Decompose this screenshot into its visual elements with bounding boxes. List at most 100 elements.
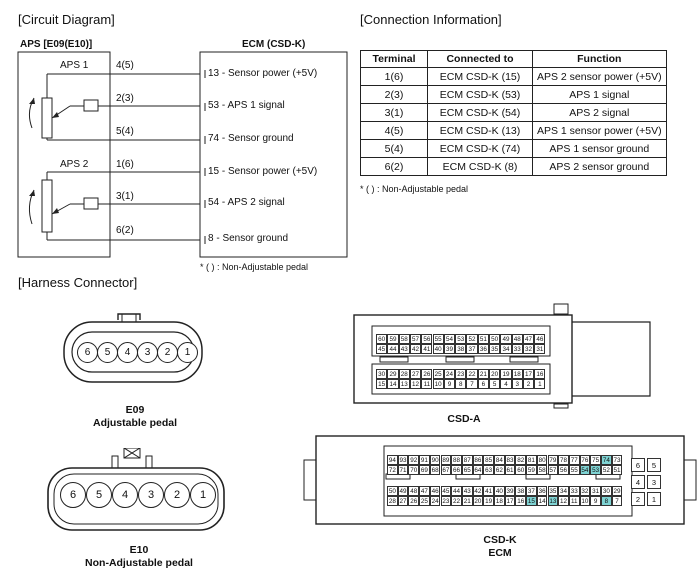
connector-pin-cell: 13: [547, 496, 559, 506]
table-cell: APS 2 signal: [532, 103, 667, 122]
connector-pin-cell: 34: [558, 486, 569, 496]
ecm-pin-entry: 8 - Sensor ground: [208, 233, 288, 244]
connector-pin-cell: 1: [534, 379, 546, 389]
table-cell: APS 1 signal: [532, 85, 667, 104]
connector-pin-cell: 47: [522, 334, 535, 344]
connector-pin-cell: 50: [387, 486, 398, 496]
connector-pin-cell: 72: [387, 465, 398, 475]
connector-pin-cell: 25: [419, 496, 430, 506]
connector-pin-cell: 61: [504, 465, 516, 475]
connector-pin-cell: 74: [601, 455, 612, 465]
connector-pin-cell: 58: [536, 465, 548, 475]
e10-pin: 3: [138, 482, 164, 508]
connector-pin-cell: 67: [440, 465, 452, 475]
e09-caption-desc: Adjustable pedal: [92, 417, 177, 429]
connector-pin-cell: 20: [472, 496, 484, 506]
connector-pin-cell: 49: [397, 486, 409, 496]
ecm-pin-entry: 15 - Sensor power (+5V): [208, 166, 317, 177]
connector-pin-cell: 84: [494, 455, 505, 465]
connector-pin-cell: 5: [489, 379, 501, 389]
connector-pin-cell: 75: [590, 455, 601, 465]
ecm-pin-desc: - Sensor ground: [213, 233, 289, 244]
circuit-footnote: * ( ) : Non-Adjustable pedal: [200, 262, 309, 272]
connector-pin-cell: 40: [494, 486, 505, 496]
e10-caption-desc: Non-Adjustable pedal: [85, 557, 193, 569]
connector-pin-cell: 25: [432, 369, 444, 379]
connector-pin-cell: 71: [397, 465, 409, 475]
connector-pin-cell: 46: [429, 486, 441, 496]
connector-pin-cell: 44: [451, 486, 462, 496]
ecm-pin-desc: - Sensor ground: [219, 133, 294, 144]
table-row: 4(5)ECM CSD-K (13)APS 1 sensor power (+5…: [360, 121, 667, 140]
connector-pin-cell: 70: [408, 465, 420, 475]
aps2-label: APS 2: [60, 159, 89, 170]
csdk-caption-desc: ECM: [488, 547, 512, 559]
csdk-connector-shape: [303, 435, 697, 525]
harness-connector-heading: [Harness Connector]: [18, 275, 138, 290]
ecm-pin-entry: 54 - APS 2 signal: [208, 197, 285, 208]
connector-pin-cell: 7: [611, 496, 623, 506]
connector-pin-cell: 6: [631, 458, 645, 472]
connector-pin-cell: 1: [647, 492, 661, 506]
ecm-pin-desc: - Sensor power (+5V): [219, 68, 318, 79]
table-header-row: Terminal Connected to Function: [360, 50, 667, 68]
connector-pin-cell: 50: [489, 334, 501, 344]
table-cell: 4(5): [360, 121, 428, 140]
e10-pin: 1: [190, 482, 216, 508]
connector-pin-cell: 38: [455, 344, 467, 354]
connector-pin-cell: 16: [534, 369, 546, 379]
connector-pin-cell: 4: [500, 379, 512, 389]
connector-pin-cell: 31: [590, 486, 601, 496]
connector-pin-cell: 48: [408, 486, 420, 496]
column-header: Function: [532, 50, 667, 68]
connector-pin-cell: 48: [511, 334, 523, 344]
connector-pin-cell: 21: [477, 369, 489, 379]
connector-pin-cell: 42: [409, 344, 422, 354]
connector-pin-cell: 12: [409, 379, 422, 389]
connector-pin-cell: 59: [387, 334, 399, 344]
connector-pin-cell: 40: [432, 344, 444, 354]
connector-pin-cell: 45: [440, 486, 452, 496]
connector-pin-cell: 78: [558, 455, 569, 465]
connector-pin-cell: 54: [579, 465, 591, 475]
table-cell: ECM CSD-K (53): [427, 85, 533, 104]
ecm-pin-desc: - APS 1 signal: [219, 100, 285, 111]
ecm-pin-number: 74: [208, 133, 220, 144]
connector-pin-cell: 94: [387, 455, 398, 465]
connector-pin-cell: 2: [522, 379, 535, 389]
connector-pin-cell: 53: [455, 334, 467, 344]
connector-pin-cell: 55: [432, 334, 444, 344]
table-cell: APS 2 sensor ground: [532, 157, 667, 176]
connector-pin-cell: 2: [631, 492, 645, 506]
aps1-label: APS 1: [60, 60, 89, 71]
table-row: 1(6)ECM CSD-K (15)APS 2 sensor power (+5…: [360, 67, 667, 86]
ecm-pin-number: 54: [208, 197, 220, 208]
connector-pin-cell: 7: [466, 379, 478, 389]
table-row: 2(3)ECM CSD-K (53)APS 1 signal: [360, 85, 667, 104]
csda-connector-shape: [353, 303, 651, 409]
connector-pin-cell: 83: [504, 455, 516, 465]
connector-pin-cell: 34: [500, 344, 512, 354]
column-header: Connected to: [427, 50, 533, 68]
connector-pin-cell: 76: [579, 455, 591, 465]
ecm-pin-entry: 74 - Sensor ground: [208, 133, 294, 144]
aps-pin-label: 5(4): [116, 126, 134, 137]
e09-pin: 4: [117, 342, 138, 363]
connector-pin-cell: 69: [419, 465, 430, 475]
connector-pin-cell: 43: [461, 486, 473, 496]
connector-pin-cell: 32: [522, 344, 535, 354]
connector-pin-cell: 56: [558, 465, 569, 475]
connector-pin-cell: 52: [466, 334, 478, 344]
connector-pin-cell: 36: [536, 486, 548, 496]
table-cell: 1(6): [360, 67, 428, 86]
connector-pin-cell: 26: [421, 369, 433, 379]
connector-pin-cell: 14: [536, 496, 548, 506]
ecm-pin-number: 8: [208, 233, 214, 244]
connector-pin-cell: 15: [376, 379, 388, 389]
table-cell: 3(1): [360, 103, 428, 122]
connector-pin-cell: 57: [409, 334, 422, 344]
connector-pin-cell: 32: [579, 486, 591, 496]
connector-pin-cell: 5: [647, 458, 661, 472]
connection-footnote: * ( ) : Non-Adjustable pedal: [360, 184, 469, 194]
connector-pin-cell: 59: [526, 465, 537, 475]
